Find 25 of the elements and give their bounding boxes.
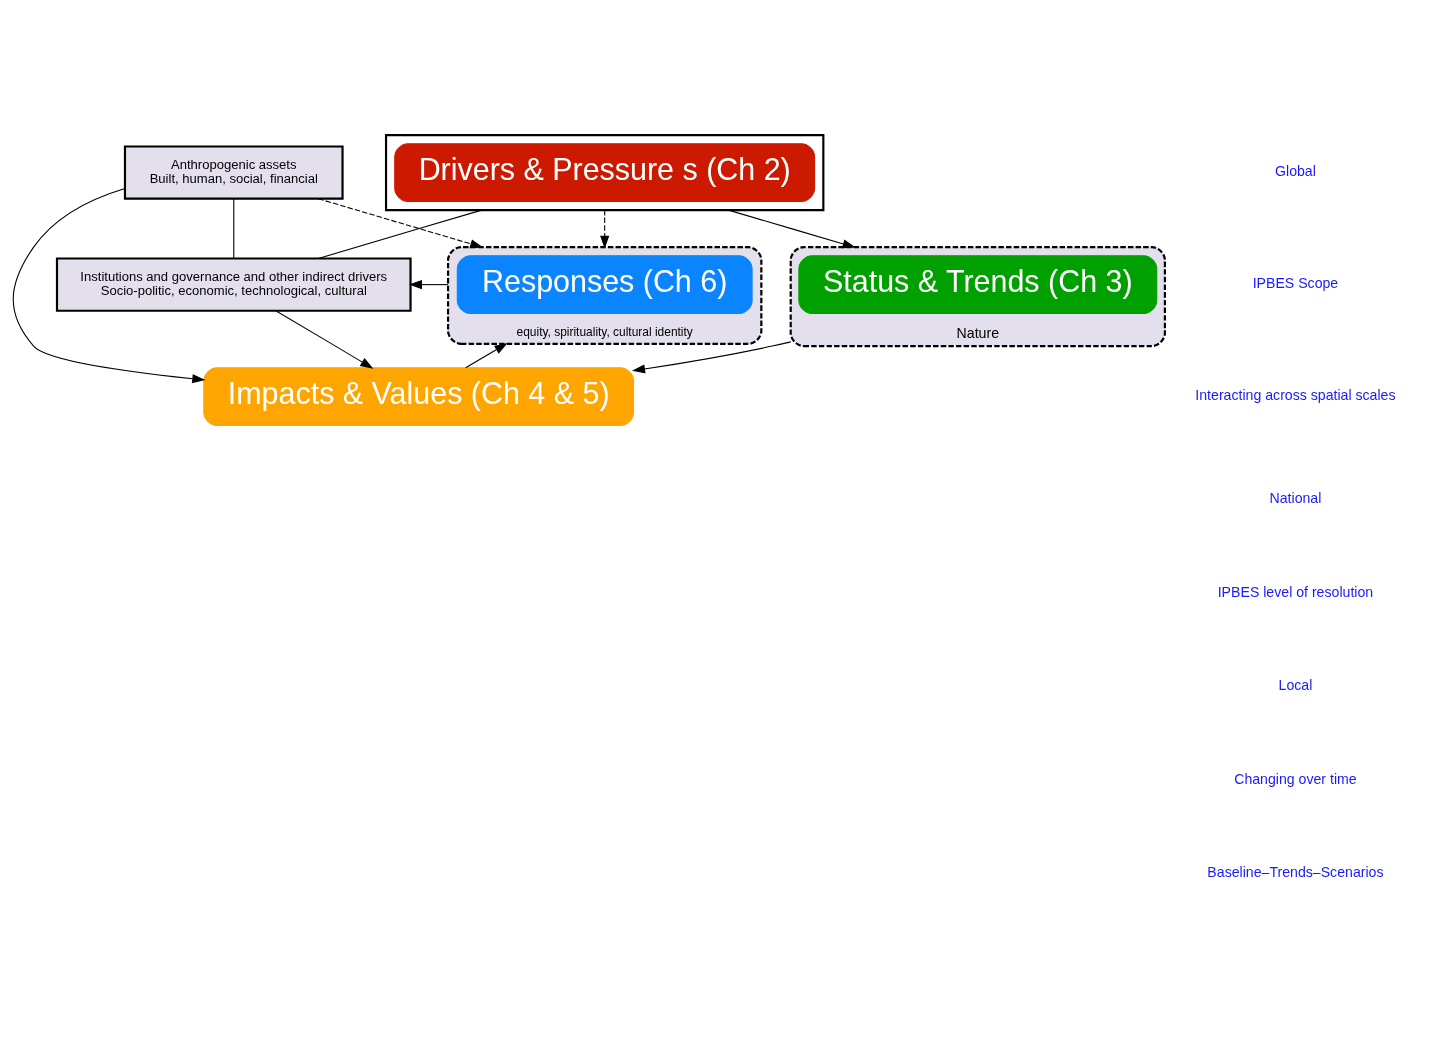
node-box: Anthropogenic assets Built, human, social, financial <box>123 145 344 200</box>
label: Local <box>1278 677 1313 694</box>
node-box: Status & Trends (Ch 3) <box>798 255 1158 314</box>
cluster <box>384 133 825 212</box>
arrow <box>727 209 856 249</box>
arrow <box>632 341 792 374</box>
arrow <box>600 209 610 249</box>
connector <box>317 209 483 260</box>
label: IPBES Scope <box>1252 275 1339 292</box>
label: IPBES level of resolution <box>1217 583 1374 600</box>
node-box: Drivers & Pressure s (Ch 2) <box>394 143 816 202</box>
arrow <box>408 280 449 290</box>
label: Baseline–Trends–Scenarios <box>1207 864 1384 881</box>
arrow <box>465 343 508 369</box>
label: Interacting across spatial scales <box>1195 387 1396 404</box>
arrow <box>275 310 374 369</box>
arrow <box>317 198 484 249</box>
node-box: Impacts & Values (Ch 4 & 5) <box>203 367 635 427</box>
label: Changing over time <box>1234 770 1357 787</box>
connector <box>233 198 235 259</box>
arrow <box>12 187 206 384</box>
label: National <box>1269 490 1322 507</box>
label: Global <box>1275 163 1316 180</box>
node-box: Institutions and governance and other indirect drivers Socio-politic, economic, technological, cultural <box>55 257 412 312</box>
node-box: Responses (Ch 6) <box>456 255 753 314</box>
